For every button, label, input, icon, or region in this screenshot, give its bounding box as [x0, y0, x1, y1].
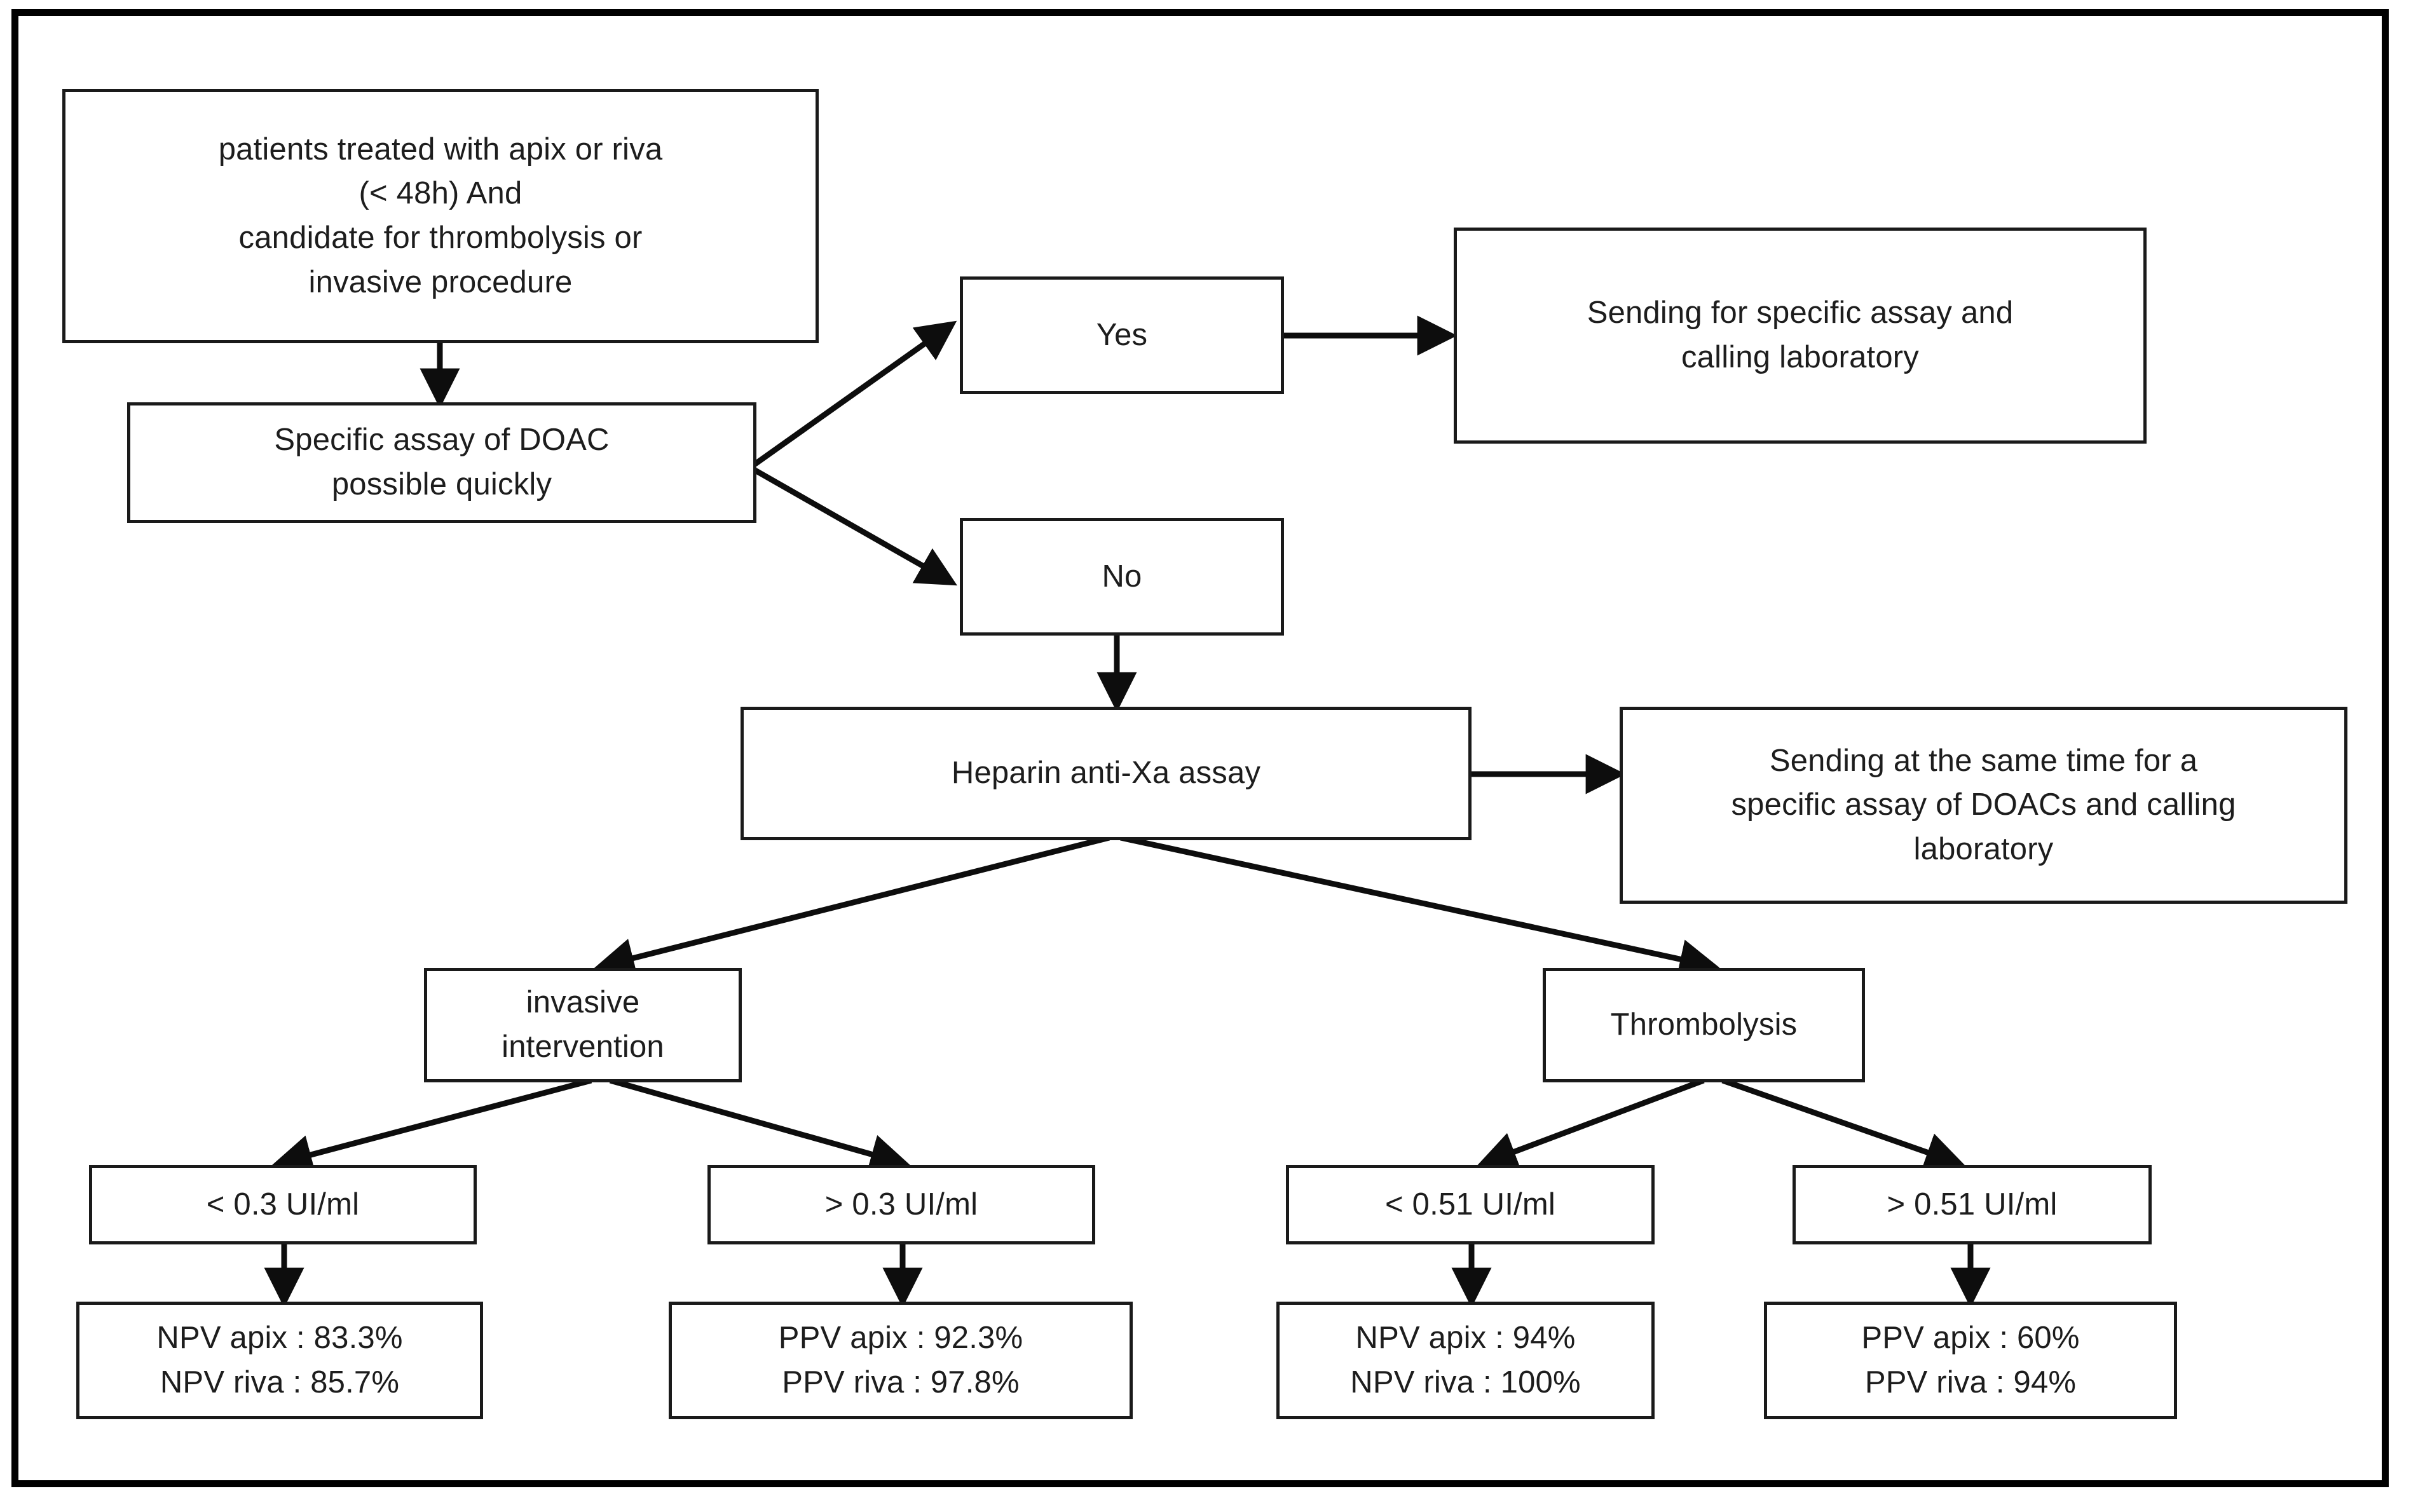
- ppv-invasive-box-text: PPV apix : 92.3% PPV riva : 97.8%: [678, 1316, 1123, 1405]
- text-line: possible quickly: [331, 467, 552, 501]
- text-line: Sending at the same time for a: [1769, 743, 2198, 778]
- text-line: Specific assay of DOAC: [274, 423, 610, 458]
- yes-box: Yes: [960, 276, 1284, 394]
- text-line: (< 48h) And: [359, 176, 522, 211]
- sending-specific-assay-box: Sending for specific assay and calling la…: [1454, 228, 2147, 444]
- text-line: invasive procedure: [308, 264, 573, 299]
- heparin-anti-xa-box-text: Heparin anti-Xa assay: [750, 751, 1462, 796]
- sending-same-time-box: Sending at the same time for a specific a…: [1620, 707, 2347, 904]
- text-line: NPV riva : 100%: [1350, 1365, 1581, 1400]
- heparin-anti-xa-box: Heparin anti-Xa assay: [741, 707, 1472, 840]
- no-box: No: [960, 518, 1284, 636]
- text-line: calling laboratory: [1681, 340, 1920, 374]
- threshold-lt-0-51-box: < 0.51 UI/ml: [1286, 1165, 1655, 1244]
- ppv-invasive-box: PPV apix : 92.3% PPV riva : 97.8%: [669, 1302, 1133, 1419]
- specific-assay-box: Specific assay of DOAC possible quickly: [127, 402, 756, 523]
- threshold-gt-0-3-box: > 0.3 UI/ml: [707, 1165, 1095, 1244]
- specific-assay-box-text: Specific assay of DOAC possible quickly: [137, 418, 747, 507]
- threshold-lt-0-3-box-text: < 0.3 UI/ml: [99, 1183, 467, 1227]
- text-line: > 0.3 UI/ml: [824, 1187, 978, 1222]
- threshold-lt-0-51-box-text: < 0.51 UI/ml: [1295, 1183, 1645, 1227]
- text-line: Heparin anti-Xa assay: [951, 756, 1261, 791]
- threshold-gt-0-51-box-text: > 0.51 UI/ml: [1802, 1183, 2142, 1227]
- text-line: < 0.51 UI/ml: [1385, 1187, 1555, 1222]
- npv-invasive-box: NPV apix : 83.3% NPV riva : 85.7%: [76, 1302, 483, 1419]
- no-box-text: No: [969, 555, 1274, 599]
- text-line: PPV apix : 60%: [1861, 1320, 2080, 1355]
- text-line: candidate for thrombolysis or: [238, 221, 643, 255]
- threshold-gt-0-51-box: > 0.51 UI/ml: [1793, 1165, 2152, 1244]
- thrombolysis-box-text: Thrombolysis: [1552, 1003, 1855, 1047]
- text-line: intervention: [502, 1030, 664, 1064]
- threshold-gt-0-3-box-text: > 0.3 UI/ml: [717, 1183, 1086, 1227]
- invasive-intervention-box: invasive intervention: [424, 968, 742, 1082]
- yes-box-text: Yes: [969, 313, 1274, 358]
- npv-invasive-box-text: NPV apix : 83.3% NPV riva : 85.7%: [86, 1316, 474, 1405]
- text-line: PPV riva : 94%: [1864, 1365, 2077, 1400]
- text-line: NPV riva : 85.7%: [160, 1365, 400, 1400]
- text-line: PPV apix : 92.3%: [778, 1320, 1023, 1355]
- text-line: < 0.3 UI/ml: [206, 1187, 360, 1222]
- thrombolysis-box: Thrombolysis: [1543, 968, 1865, 1082]
- text-line: invasive: [526, 985, 640, 1020]
- ppv-thrombolysis-box-text: PPV apix : 60% PPV riva : 94%: [1773, 1316, 2168, 1405]
- text-line: Yes: [1096, 317, 1148, 352]
- npv-thrombolysis-box-text: NPV apix : 94% NPV riva : 100%: [1286, 1316, 1645, 1405]
- threshold-lt-0-3-box: < 0.3 UI/ml: [89, 1165, 477, 1244]
- text-line: specific assay of DOACs and calling: [1731, 787, 2236, 822]
- text-line: NPV apix : 94%: [1355, 1320, 1576, 1355]
- patients-box-text: patients treated with apix or riva (< 48h…: [72, 128, 809, 304]
- text-line: PPV riva : 97.8%: [782, 1365, 1020, 1400]
- text-line: Sending for specific assay and: [1587, 296, 2014, 330]
- text-line: Thrombolysis: [1610, 1007, 1798, 1042]
- npv-thrombolysis-box: NPV apix : 94% NPV riva : 100%: [1276, 1302, 1655, 1419]
- invasive-intervention-box-text: invasive intervention: [434, 981, 732, 1069]
- text-line: patients treated with apix or riva: [218, 132, 663, 167]
- sending-same-time-box-text: Sending at the same time for a specific a…: [1629, 739, 2338, 872]
- text-line: No: [1102, 559, 1142, 594]
- text-line: laboratory: [1913, 831, 2054, 866]
- text-line: NPV apix : 83.3%: [156, 1320, 403, 1355]
- patients-box: patients treated with apix or riva (< 48h…: [62, 89, 819, 343]
- ppv-thrombolysis-box: PPV apix : 60% PPV riva : 94%: [1764, 1302, 2177, 1419]
- text-line: > 0.51 UI/ml: [1887, 1187, 2058, 1222]
- sending-specific-assay-box-text: Sending for specific assay and calling la…: [1463, 291, 2137, 379]
